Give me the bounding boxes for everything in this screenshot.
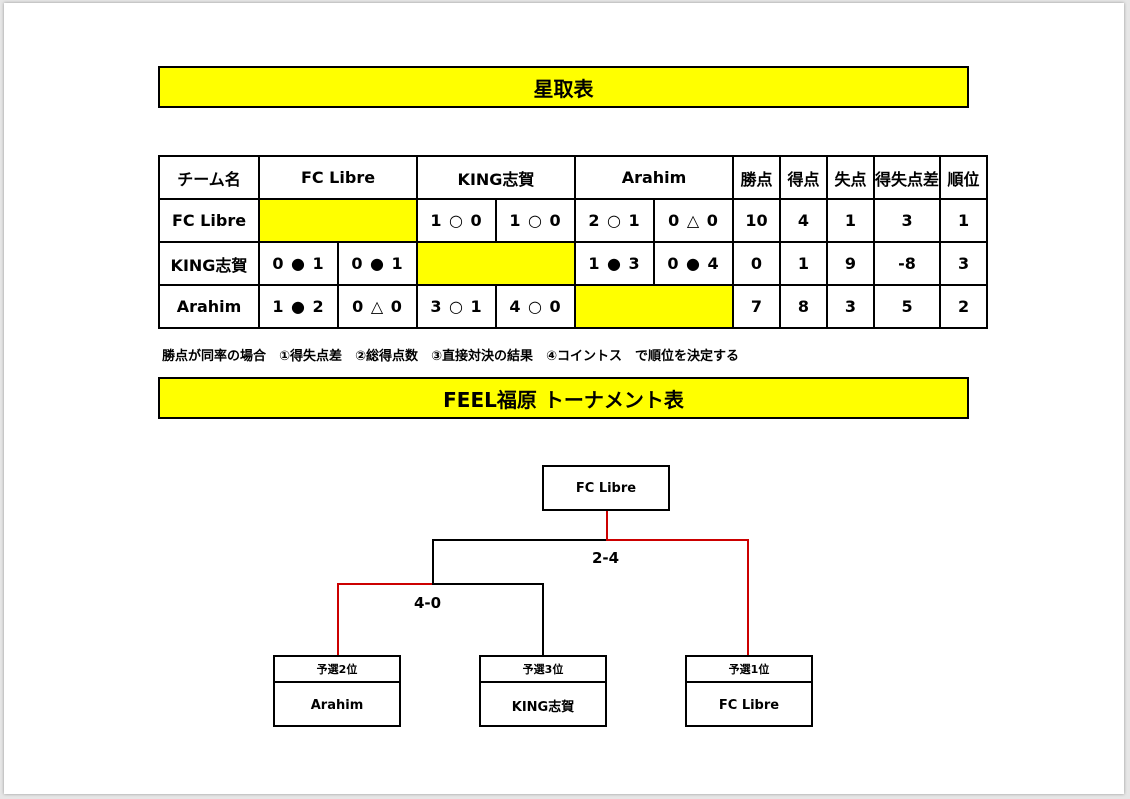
match-result: 0 ● 1 [258,241,339,286]
header-rank: 順位 [939,155,989,200]
match-result: 1 ○ 0 [495,198,576,243]
goal-difference-value: 5 [872,284,942,329]
goals-against-value: 3 [826,284,875,329]
table-row: Arahim 1 ● 2 0 △ 0 3 ○ 1 4 ○ 0 7 8 3 5 2 [158,284,989,329]
goals-for-value: 4 [779,198,828,243]
match-result: 3 ○ 1 [416,284,497,329]
self-match-cell [416,241,576,286]
match-result: 0 ● 1 [337,241,418,286]
match-result: 1 ○ 0 [416,198,497,243]
champion-connector-line [606,511,608,541]
table-row: FC Libre 1 ○ 0 1 ○ 0 2 ○ 1 0 △ 0 10 4 1 … [158,198,989,243]
self-match-cell [258,198,418,243]
table-header-row: チーム名 FC Libre KING志賀 Arahim 勝点 得点 失点 得失点… [158,155,989,200]
team-name: FC Libre [158,198,260,243]
final-score: 2-4 [592,549,620,567]
standings-title-banner: 星取表 [158,66,969,108]
seed-team: KING志賀 [511,699,575,715]
semi-right-vertical-line [542,583,544,656]
semi-left-vertical-line [337,583,339,656]
seed-team: FC Libre [718,697,780,713]
tournament-title-banner: FEEL福原 トーナメント表 [158,377,969,419]
goal-difference-value: -8 [872,241,942,286]
points-value: 7 [732,284,781,329]
header-goals-for: 得点 [779,155,828,200]
points-value: 0 [732,241,781,286]
match-result: 1 ● 2 [258,284,339,329]
goals-against-value: 9 [826,241,875,286]
table-row: KING志賀 0 ● 1 0 ● 1 1 ● 3 0 ● 4 0 1 9 -8 … [158,241,989,286]
seed-team: Arahim [310,697,364,713]
match-result: 2 ○ 1 [574,198,655,243]
seed-box: 予選2位 Arahim [273,655,401,727]
self-match-cell [574,284,734,329]
header-opponent-3: Arahim [574,155,734,200]
rank-value: 3 [939,241,989,286]
header-points: 勝点 [732,155,781,200]
final-right-vertical-line [747,539,749,656]
match-result: 4 ○ 0 [495,284,576,329]
team-name: Arahim [158,284,260,329]
match-result: 0 △ 0 [337,284,418,329]
match-result: 0 ● 4 [653,241,734,286]
tiebreak-note: 勝点が同率の場合 ①得失点差 ②総得点数 ③直接対決の結果 ④コイントス で順位… [162,349,740,364]
semi-right-horizontal-line [432,583,544,585]
rank-value: 1 [939,198,989,243]
final-right-horizontal-line [606,539,749,541]
final-left-horizontal-line [432,539,608,541]
header-team: チーム名 [158,155,260,200]
goal-difference-value: 3 [872,198,942,243]
match-result: 0 △ 0 [653,198,734,243]
seed-label: 予選3位 [481,657,605,683]
document-page: 星取表 チーム名 FC Libre KING志賀 Arahim 勝点 得点 失点… [4,3,1124,794]
champion-box: FC Libre [542,465,670,511]
header-opponent-1: FC Libre [258,155,418,200]
match-result: 1 ● 3 [574,241,655,286]
final-left-vertical-line [432,539,434,585]
header-goal-difference: 得失点差 [872,155,942,200]
goals-against-value: 1 [826,198,875,243]
header-opponent-2: KING志賀 [416,155,576,200]
semi-left-horizontal-line [337,583,434,585]
standings-table: チーム名 FC Libre KING志賀 Arahim 勝点 得点 失点 得失点… [158,155,989,329]
team-name: KING志賀 [158,241,260,286]
seed-box: 予選1位 FC Libre [685,655,813,727]
seed-label: 予選2位 [275,657,399,683]
goals-for-value: 1 [779,241,828,286]
semi-final-score: 4-0 [414,594,442,612]
seed-label: 予選1位 [687,657,811,683]
header-goals-against: 失点 [826,155,875,200]
points-value: 10 [732,198,781,243]
goals-for-value: 8 [779,284,828,329]
rank-value: 2 [939,284,989,329]
seed-box: 予選3位 KING志賀 [479,655,607,727]
